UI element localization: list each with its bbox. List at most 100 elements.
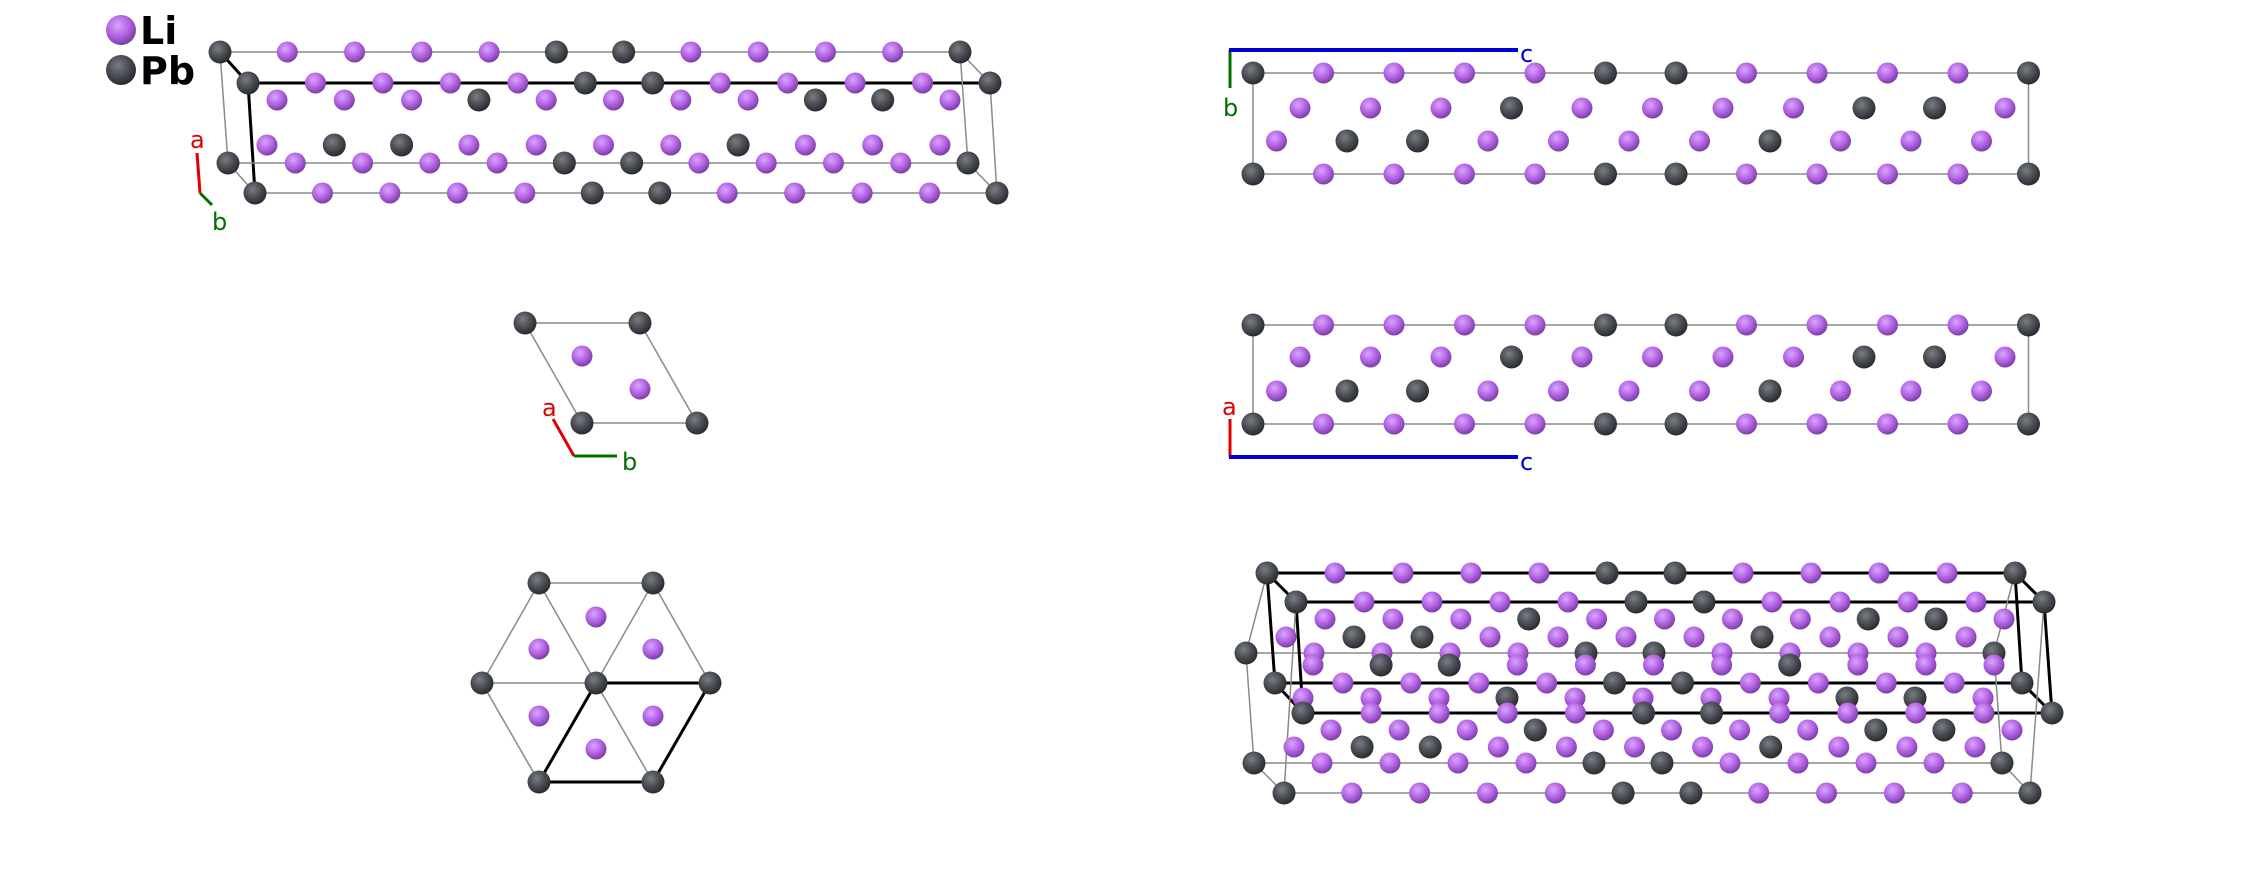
pb-atom	[2017, 313, 2040, 337]
cell-edge	[639, 322, 698, 424]
li-atom	[1302, 654, 1324, 676]
pb-atom	[685, 411, 709, 435]
pb-atom	[2003, 561, 2027, 585]
cell-edge	[652, 582, 711, 684]
cell-edge	[1265, 572, 1277, 684]
axis-indicator-bc: b c	[1223, 40, 1533, 122]
li-atom	[1454, 163, 1475, 185]
pb-atom	[513, 311, 537, 335]
pb-atom	[1255, 561, 1279, 585]
li-atom	[660, 134, 682, 156]
li-atom	[1783, 346, 1804, 368]
li-atom	[755, 152, 777, 174]
li-atom	[311, 182, 333, 204]
li-atom	[478, 41, 500, 63]
li-atom	[1993, 608, 2015, 630]
pb-atom	[1284, 590, 1308, 614]
pb-atom	[1263, 671, 1287, 695]
axis-a-label: a	[1222, 393, 1237, 421]
axis-a-label: a	[542, 394, 557, 422]
li-atom	[814, 41, 836, 63]
li-atom	[1313, 163, 1334, 185]
pb-atom	[1750, 625, 1774, 649]
pb-atom	[573, 71, 597, 95]
li-atom	[458, 134, 480, 156]
li-atom	[709, 72, 731, 94]
pb-atom	[2032, 590, 2056, 614]
li-atom	[446, 182, 468, 204]
pb-atom	[1517, 607, 1541, 631]
li-atom	[1477, 380, 1499, 402]
li-atom	[1383, 163, 1405, 185]
li-atom	[1360, 687, 1382, 709]
li-atom	[1837, 702, 1859, 724]
li-atom	[1454, 62, 1475, 84]
li-atom	[1806, 413, 1828, 435]
cell-edge	[1245, 652, 1255, 764]
li-atom	[1830, 380, 1851, 402]
li-atom	[525, 134, 547, 156]
li-atom	[642, 705, 664, 727]
li-atom	[585, 738, 607, 760]
li-atom	[1311, 752, 1333, 774]
li-atom	[1736, 413, 1757, 435]
li-atom	[1654, 608, 1675, 630]
li-atom	[1564, 687, 1586, 709]
li-atom	[1877, 62, 1898, 84]
li-atom	[912, 72, 934, 94]
li-atom	[1313, 62, 1334, 84]
pb-atom	[1595, 561, 1619, 585]
li-atom	[528, 705, 550, 727]
pb-atom	[552, 151, 576, 175]
li-atom	[1383, 413, 1405, 435]
pb-atom	[1631, 701, 1655, 725]
li-atom	[1943, 672, 1965, 694]
pb-atom	[1670, 671, 1694, 695]
pb-atom	[985, 181, 1009, 205]
li-atom	[1388, 719, 1410, 741]
li-atom	[1800, 562, 1822, 584]
li-atom	[1748, 782, 1770, 804]
li-atom	[1712, 97, 1734, 119]
li-atom	[939, 89, 961, 111]
li-atom	[1806, 163, 1828, 185]
pb-atom	[1624, 590, 1648, 614]
li-atom	[401, 89, 423, 111]
li-atom	[1947, 163, 1969, 185]
li-atom	[629, 378, 651, 400]
li-atom	[1947, 314, 1969, 336]
li-atom	[1947, 413, 1969, 435]
pb-atom	[1369, 653, 1393, 677]
pb-atom	[1500, 96, 1523, 120]
li-atom	[1547, 626, 1569, 648]
li-atom	[1877, 163, 1898, 185]
li-atom	[1830, 130, 1851, 152]
pb-atom	[1594, 412, 1617, 436]
cell-edge	[2013, 572, 2024, 684]
li-atom	[1769, 702, 1791, 724]
li-atom	[344, 41, 366, 63]
li-atom	[1923, 752, 1945, 774]
pb-atom	[2017, 412, 2040, 436]
pb-atom	[236, 71, 260, 95]
pb-atom	[1594, 313, 1617, 337]
li-atom	[1586, 608, 1608, 630]
li-atom	[784, 182, 806, 204]
li-atom	[1964, 736, 1986, 758]
pb-atom	[1523, 718, 1547, 742]
li-atom	[747, 41, 769, 63]
li-atom	[1736, 163, 1757, 185]
pb-atom	[544, 40, 568, 64]
pb-atom	[390, 133, 414, 157]
pb-atom	[726, 133, 750, 157]
cell-edge	[1245, 572, 1268, 654]
li-atom	[1797, 719, 1819, 741]
pb-atom	[1759, 735, 1783, 759]
li-atom	[1971, 130, 1992, 152]
li-atom	[603, 89, 624, 111]
li-atom	[1897, 591, 1919, 613]
li-atom	[1360, 702, 1382, 724]
li-atom	[1736, 62, 1757, 84]
pb-atom	[1495, 686, 1519, 710]
